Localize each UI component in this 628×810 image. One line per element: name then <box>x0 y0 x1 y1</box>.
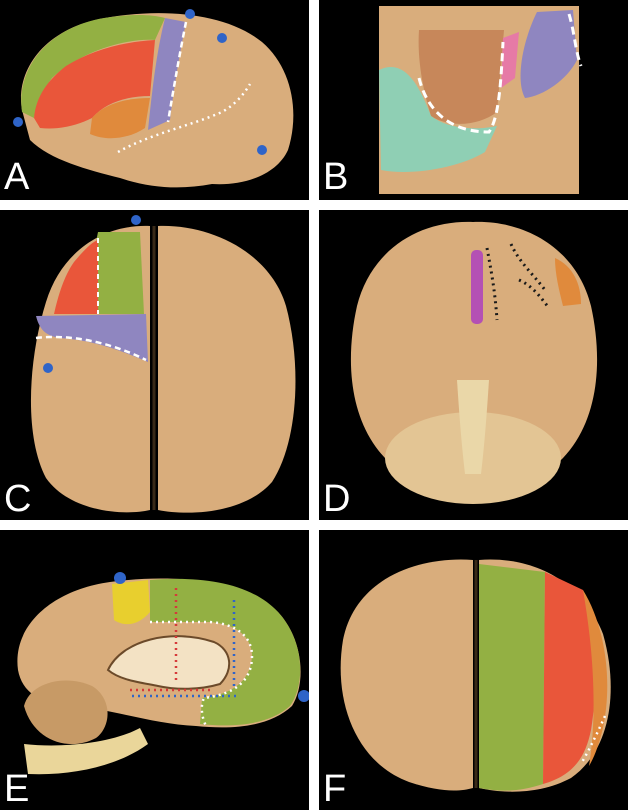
pin-marker <box>114 572 126 584</box>
pin-marker <box>257 145 267 155</box>
blue-dotted-line <box>132 600 236 698</box>
panel-b: B <box>319 0 628 200</box>
right-hemisphere <box>158 225 296 513</box>
white-dotted-line <box>150 620 254 727</box>
green-frontal-band <box>479 564 545 791</box>
sulcus-dashed-line <box>417 41 505 134</box>
central-sulcus-dashed-line <box>35 335 147 362</box>
orange-orbital-region <box>555 258 581 306</box>
panel-a: A <box>0 0 309 200</box>
red-dotted-line <box>130 588 210 692</box>
lateral-brain-illustration <box>13 9 294 188</box>
pin-marker <box>43 363 53 373</box>
green-region <box>93 232 144 314</box>
panel-e: E <box>0 530 309 810</box>
pin-marker <box>13 117 23 127</box>
teal-region <box>379 67 497 172</box>
cerebellum-medial <box>24 680 108 745</box>
green-medial-region <box>150 578 301 726</box>
pink-region <box>501 32 519 88</box>
red-frontal-band <box>543 572 596 784</box>
premotor-red-region <box>34 40 155 129</box>
pin-marker <box>298 690 309 702</box>
prefrontal-green-region <box>21 15 166 118</box>
purple-region <box>520 10 577 98</box>
panel-f: F <box>319 530 628 810</box>
edge-dashed-line <box>567 13 583 67</box>
pin-marker <box>217 33 227 43</box>
pin-marker <box>185 9 195 19</box>
pin-marker <box>131 215 141 225</box>
magenta-gyrus-rectus <box>471 250 483 324</box>
panel-d: D <box>319 210 628 520</box>
brainstem-medial <box>24 728 148 775</box>
orange-tinted-region <box>418 30 504 124</box>
sulcus-dotted-line <box>579 715 607 765</box>
panel-label: D <box>323 478 351 520</box>
orbital-sulcus-dotted-line <box>485 243 551 321</box>
superior-brain-illustration <box>30 215 296 513</box>
motor-cortex-purple-strip <box>148 18 186 130</box>
anterior-brain-illustration <box>340 559 611 792</box>
broca-orange-region <box>90 98 150 139</box>
panel-label: A <box>4 156 30 198</box>
central-sulcus-dashed-line <box>166 21 188 123</box>
zoomed-region-illustration <box>379 6 583 194</box>
brainstem <box>457 380 489 474</box>
red-region <box>54 240 98 314</box>
panel-c: C <box>0 210 309 520</box>
panel-label: C <box>4 478 32 520</box>
inferior-brain-illustration <box>350 221 598 504</box>
yellow-region <box>112 580 150 625</box>
panel-label: B <box>323 156 349 198</box>
lateral-sulcus-dotted-line <box>117 83 252 154</box>
panel-label: F <box>323 768 347 810</box>
panel-label: E <box>4 768 30 810</box>
medial-brain-illustration <box>17 572 309 775</box>
left-hemisphere-anterior <box>340 559 473 791</box>
corpus-callosum <box>106 635 230 690</box>
